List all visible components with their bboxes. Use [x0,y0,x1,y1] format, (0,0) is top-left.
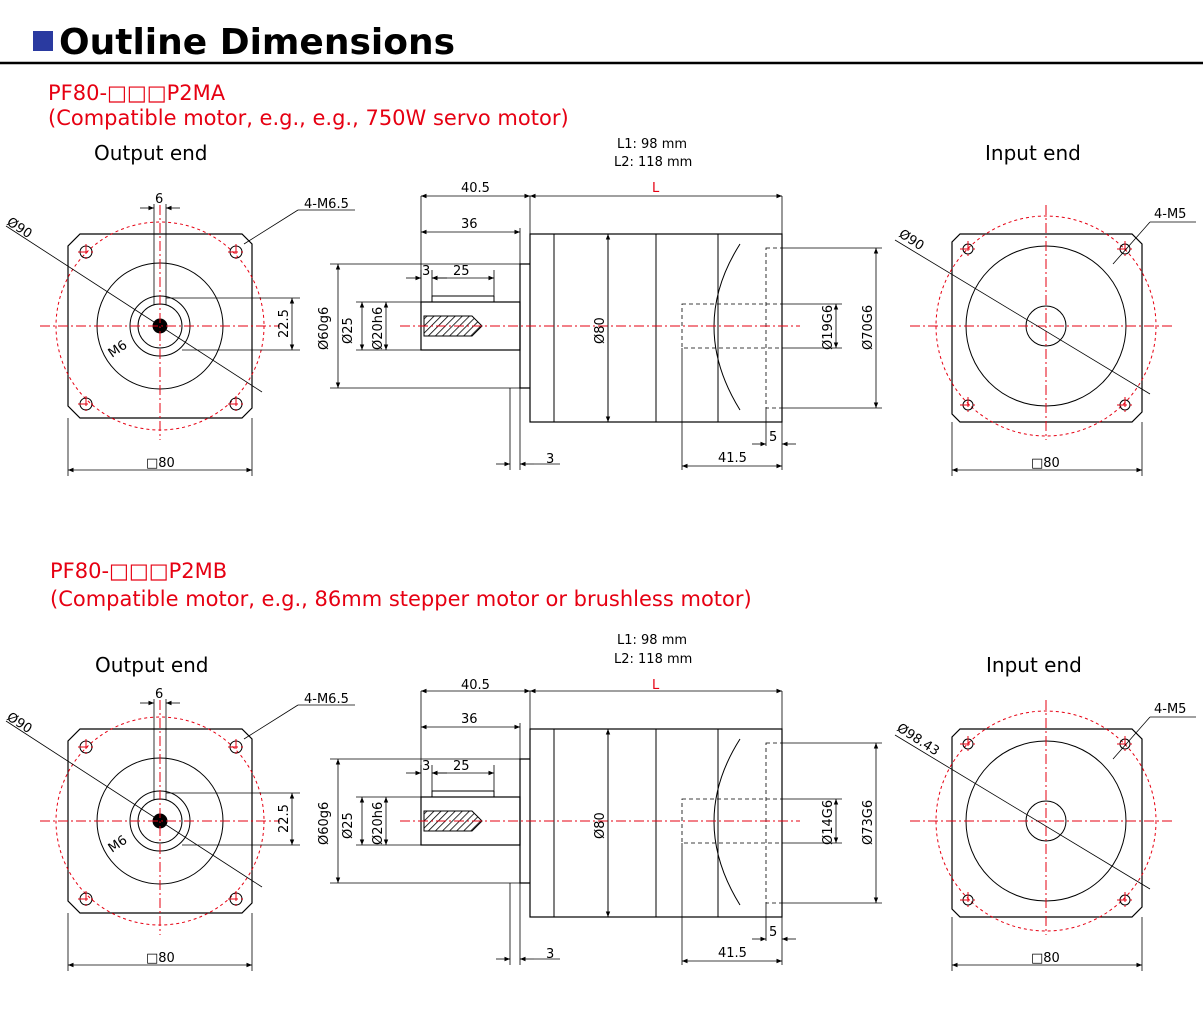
dim-length-l: L [652,181,660,196]
dim-input-pilot: Ø70G6 [861,305,876,350]
compatible-motor-note: (Compatible motor, e.g., e.g., 750W serv… [48,106,569,130]
dim-phi60g6: Ø60g6 [317,307,332,350]
dim-center-thread: M6 [106,833,131,856]
length-l2: L2: 118 mm [614,652,692,667]
dim-phi25: Ø25 [341,317,356,344]
section-pf80-p2mb: PF80-□□□P2MB (Compatible motor, e.g., 86… [4,559,1196,971]
dim-key-height: 22.5 [277,309,292,338]
input-end-label: Input end [986,653,1082,677]
length-l2: L2: 118 mm [614,155,692,170]
dim-input-square: □80 [1031,456,1060,471]
dim-length-l: L [652,678,660,693]
input-end-label: Input end [985,141,1081,165]
input-end-view [895,700,1196,971]
output-end-view [6,699,355,971]
dim-41-5: 41.5 [718,946,747,961]
dim-output-pcd: Ø90 [4,710,35,737]
length-l1: L1: 98 mm [617,137,687,152]
dim-key-width: 6 [155,687,163,702]
dim-input-square: □80 [1031,951,1060,966]
dim-40-5: 40.5 [461,181,490,196]
length-l1: L1: 98 mm [617,633,687,648]
dim-3-key-offset: 3 [422,264,430,279]
dim-5: 5 [769,430,777,445]
dim-output-thread: 4-M6.5 [304,692,349,707]
dim-phi80: Ø80 [593,812,608,839]
dim-3-flange: 3 [546,452,554,467]
dim-center-thread: M6 [106,338,131,361]
dim-input-pilot: Ø73G6 [861,800,876,845]
dim-input-thread: 4-M5 [1154,702,1186,717]
page-title: Outline Dimensions [59,22,455,63]
dim-phi20h6: Ø20h6 [371,802,386,845]
dim-36: 36 [461,712,478,727]
dim-key-width: 6 [155,192,163,207]
dim-phi80: Ø80 [593,317,608,344]
dim-3-key-offset: 3 [422,759,430,774]
dim-25-key-length: 25 [453,759,470,774]
dim-phi60g6: Ø60g6 [317,802,332,845]
dim-input-bore: Ø19G6 [821,305,836,350]
model-name: PF80-□□□P2MB [50,559,227,583]
dim-phi25: Ø25 [341,812,356,839]
model-name: PF80-□□□P2MA [48,81,226,105]
dim-3-flange: 3 [546,947,554,962]
dim-36: 36 [461,217,478,232]
dim-output-square: □80 [146,951,175,966]
output-end-view [6,204,355,476]
dim-input-thread: 4-M5 [1154,207,1186,222]
dim-5: 5 [769,925,777,940]
output-end-label: Output end [94,141,208,165]
dim-40-5: 40.5 [461,678,490,693]
compatible-motor-note: (Compatible motor, e.g., 86mm stepper mo… [50,587,752,611]
output-end-label: Output end [95,653,209,677]
dim-25-key-length: 25 [453,264,470,279]
dim-key-height: 22.5 [277,804,292,833]
input-end-view [895,205,1196,476]
dim-input-pcd: Ø98.43 [894,721,942,759]
dim-phi20h6: Ø20h6 [371,307,386,350]
section-pf80-p2ma: PF80-□□□P2MA (Compatible motor, e.g., e.… [4,81,1196,476]
header-accent-square [33,31,53,51]
dim-output-pcd: Ø90 [4,215,35,242]
dim-output-thread: 4-M6.5 [304,197,349,212]
dim-41-5: 41.5 [718,451,747,466]
dim-input-bore: Ø14G6 [821,800,836,845]
dim-output-square: □80 [146,456,175,471]
